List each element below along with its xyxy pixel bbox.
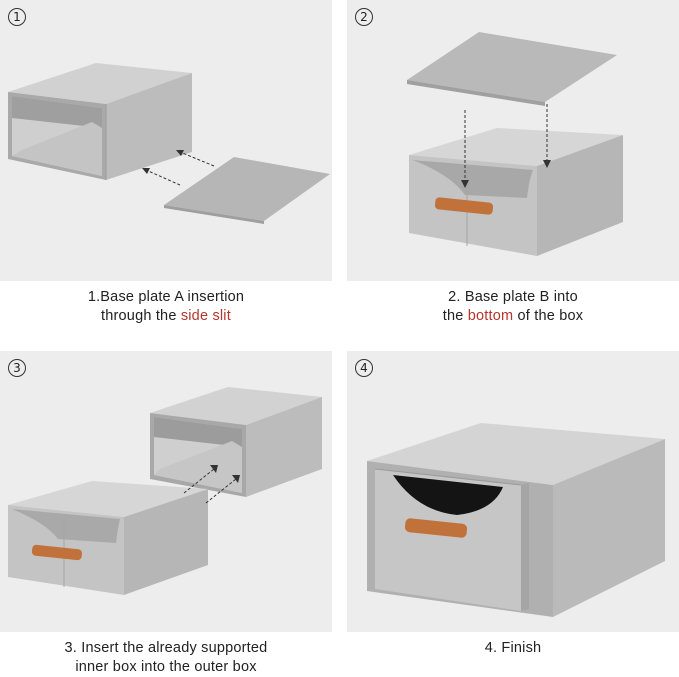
caption-text: through the xyxy=(101,308,181,324)
caption-line: 1.Base plate A insertion xyxy=(87,289,245,305)
step-1-caption: 1.Base plate A insertion through the sid… xyxy=(0,288,332,326)
step-3-panel: 3 xyxy=(0,351,332,632)
insertion-arrows-icon xyxy=(183,468,237,504)
outer-box xyxy=(8,63,192,180)
leather-handle-icon xyxy=(31,544,82,561)
caption-text: of the box xyxy=(513,308,584,324)
base-plate-a xyxy=(164,157,330,221)
step-1-illustration xyxy=(8,63,330,224)
step-4-caption: 4. Finish xyxy=(347,639,679,658)
caption-line: through the side slit xyxy=(0,307,332,326)
step-3-illustration xyxy=(8,387,322,595)
caption-line: 3. Insert the already supported xyxy=(64,640,268,656)
inner-box xyxy=(8,481,208,595)
caption-line: 4. Finish xyxy=(484,640,542,656)
step-2-panel: 2 xyxy=(347,0,679,281)
step-2-caption: 2. Base plate B into the bottom of the b… xyxy=(347,288,679,326)
step-number-badge: 2 xyxy=(355,8,373,26)
caption-line: the bottom of the box xyxy=(347,307,679,326)
caption-highlight: side slit xyxy=(180,308,231,324)
finished-drawer-box xyxy=(367,423,665,617)
step-4-panel: 4 xyxy=(347,351,679,632)
caption-line: inner box into the outer box xyxy=(75,659,257,675)
step-3-caption: 3. Insert the already supported inner bo… xyxy=(0,639,332,677)
caption-text: the xyxy=(442,308,468,324)
outer-box xyxy=(150,387,322,497)
leather-handle-icon xyxy=(404,518,468,538)
step-2-illustration xyxy=(407,32,623,256)
step-1-panel: 1 xyxy=(0,0,332,281)
step-number-badge: 1 xyxy=(8,8,26,26)
leather-handle-icon xyxy=(434,197,494,215)
insertion-arrows-icon xyxy=(145,151,215,186)
caption-highlight: bottom xyxy=(467,308,514,324)
base-plate-b xyxy=(407,32,617,102)
caption-line: 2. Base plate B into xyxy=(448,289,578,305)
step-number-badge: 4 xyxy=(355,359,373,377)
open-box xyxy=(409,128,623,256)
step-4-illustration xyxy=(367,423,665,617)
step-number-badge: 3 xyxy=(8,359,26,377)
downward-arrows-icon xyxy=(464,104,548,180)
